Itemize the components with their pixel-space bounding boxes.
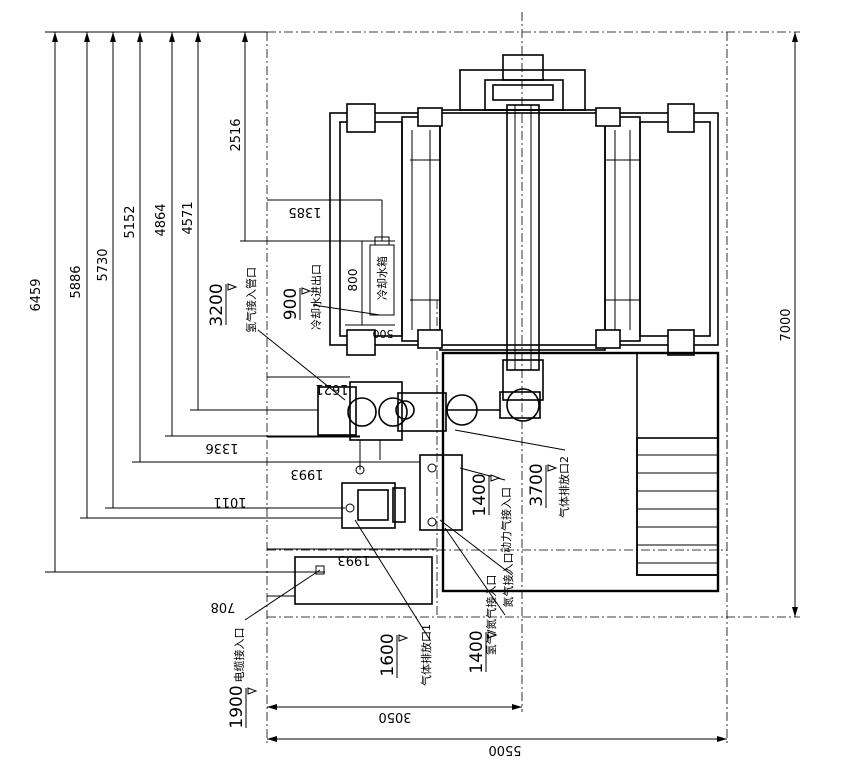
dim-1011: 1011: [213, 494, 246, 509]
vertical-dimension-lines: [45, 31, 798, 617]
dim-4571: 4571: [181, 201, 196, 234]
elev-3200: 3200: [207, 283, 227, 326]
dim-1336: 1336: [205, 440, 238, 455]
site-boundary: [266, 12, 800, 745]
dim-5152: 5152: [123, 205, 138, 238]
elev-1400-b: 1400: [467, 630, 487, 673]
label-hydrogen-nitrogen-inlet: 氢气/氮气接入口: [484, 575, 498, 656]
dim-500: 500: [373, 327, 394, 340]
dim-2516: 2516: [229, 118, 244, 151]
lower-enclosure: [441, 351, 720, 593]
elev-1400-a: 1400: [470, 473, 490, 516]
elev-900: 900: [281, 288, 301, 320]
dim-1993-b: 1993: [337, 552, 370, 567]
leader-lines: [244, 304, 566, 641]
label-gas-vent-1: 气体排放口1: [419, 624, 433, 686]
dim-1385: 1385: [288, 204, 321, 219]
horizontal-dimension-lines: [267, 199, 727, 742]
label-hydrogen-inlet: 氢气接入管口: [244, 267, 258, 333]
dim-5886: 5886: [69, 265, 84, 298]
dim-4864: 4864: [154, 203, 169, 236]
dim-7000: 7000: [779, 308, 794, 341]
label-nitrogen-inlet: 氮气接入口: [501, 553, 515, 608]
main-unit: [329, 54, 719, 422]
elev-1600: 1600: [378, 633, 398, 676]
dim-800: 800: [346, 269, 360, 292]
port-labels: 氢气接入管口 冷却水进出口 冷却水箱 气体排放口2 动力气接入口 氮气接入口 氢…: [233, 256, 571, 686]
dimension-texts: 6459 5886 5730 5152 4864 4571 2516 7000 …: [29, 118, 794, 757]
elev-3700: 3700: [527, 463, 547, 506]
dim-708: 708: [211, 599, 236, 614]
elev-1900: 1900: [227, 685, 247, 728]
label-cooling-water-outlet: 冷却水进出口: [309, 264, 323, 330]
dim-3050: 3050: [378, 709, 411, 724]
dim-5730: 5730: [96, 248, 111, 281]
dim-6459: 6459: [29, 278, 44, 311]
dim-5500: 5500: [488, 742, 521, 757]
label-cable-inlet: 电缆接入口: [233, 628, 246, 683]
elevation-marks: 3200 900 1400 3700 1600 1400 1900: [207, 283, 558, 729]
gas-cabinet: [294, 454, 463, 605]
label-cooling-water-tank: 冷却水箱: [375, 256, 389, 300]
label-power-gas-inlet: 动力气接入口: [499, 487, 513, 553]
motor-pump-assembly: [317, 381, 500, 475]
dim-1993-a: 1993: [290, 466, 323, 481]
label-gas-vent-2: 气体排放口2: [557, 456, 571, 518]
dim-1621: 1621: [315, 381, 348, 396]
